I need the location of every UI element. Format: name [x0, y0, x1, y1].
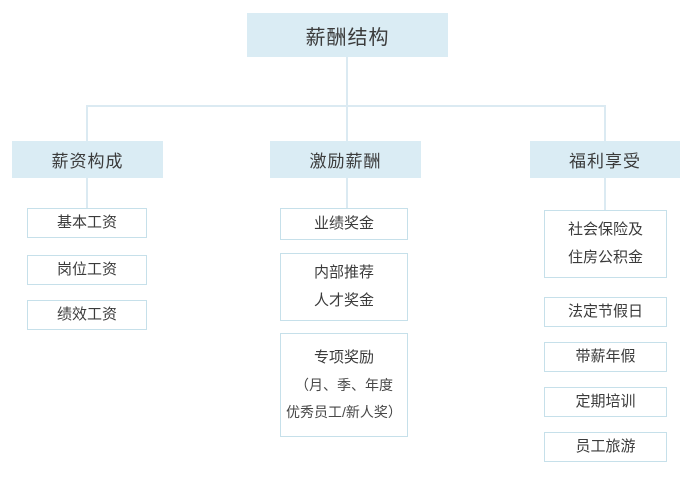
- child-node-statutory-holidays: 法定节假日: [544, 297, 667, 327]
- child-node-label: 定期培训: [575, 393, 636, 410]
- connector-branch-1-child: [86, 178, 88, 208]
- child-node-label: 绩效工资: [56, 306, 117, 323]
- connector-drop-branch-3: [604, 105, 606, 141]
- child-node-label: 社会保险及: [567, 221, 643, 238]
- child-node-sublabel: （月、季、年度: [295, 377, 393, 393]
- branch-header-salary-composition: 薪资构成: [12, 141, 163, 178]
- branch-header-label: 激励薪酬: [309, 152, 382, 171]
- child-node-label: 人才奖金: [313, 292, 374, 309]
- child-node-paid-annual-leave: 带薪年假: [544, 342, 667, 372]
- child-node-label: 基本工资: [56, 214, 117, 231]
- connector-horizontal-bar: [86, 105, 606, 107]
- branch-header-label: 薪资构成: [51, 152, 124, 171]
- connector-root-to-center: [346, 57, 348, 141]
- connector-branch-3-child: [604, 178, 606, 210]
- root-node-label: 薪酬结构: [305, 26, 390, 49]
- child-node-label: 岗位工资: [56, 261, 117, 278]
- child-node-label: 住房公积金: [567, 249, 643, 266]
- child-node-performance-salary: 绩效工资: [27, 300, 147, 330]
- connector-drop-branch-1: [86, 105, 88, 141]
- child-node-regular-training: 定期培训: [544, 387, 667, 417]
- child-node-label: 内部推荐: [313, 264, 374, 281]
- child-node-label: 法定节假日: [567, 303, 643, 320]
- child-node-employee-travel: 员工旅游: [544, 432, 667, 462]
- child-node-sublabel: 优秀员工/新人奖）: [286, 404, 402, 420]
- child-node-social-insurance-housing-fund: 社会保险及 住房公积金: [544, 210, 667, 278]
- child-node-position-salary: 岗位工资: [27, 255, 147, 285]
- branch-header-welfare-benefits: 福利享受: [530, 141, 680, 178]
- child-node-performance-bonus: 业绩奖金: [280, 208, 408, 240]
- child-node-basic-salary: 基本工资: [27, 208, 147, 238]
- branch-header-incentive-pay: 激励薪酬: [270, 141, 421, 178]
- child-node-special-rewards: 专项奖励 （月、季、年度 优秀员工/新人奖）: [280, 333, 408, 437]
- root-node: 薪酬结构: [247, 13, 448, 57]
- child-node-label: 业绩奖金: [313, 215, 374, 232]
- connector-branch-2-child: [346, 178, 348, 208]
- child-node-label: 员工旅游: [575, 438, 636, 455]
- branch-header-label: 福利享受: [569, 152, 641, 171]
- child-node-label: 专项奖励: [313, 349, 374, 366]
- child-node-referral-bonus: 内部推荐 人才奖金: [280, 253, 408, 321]
- child-node-label: 带薪年假: [575, 348, 636, 365]
